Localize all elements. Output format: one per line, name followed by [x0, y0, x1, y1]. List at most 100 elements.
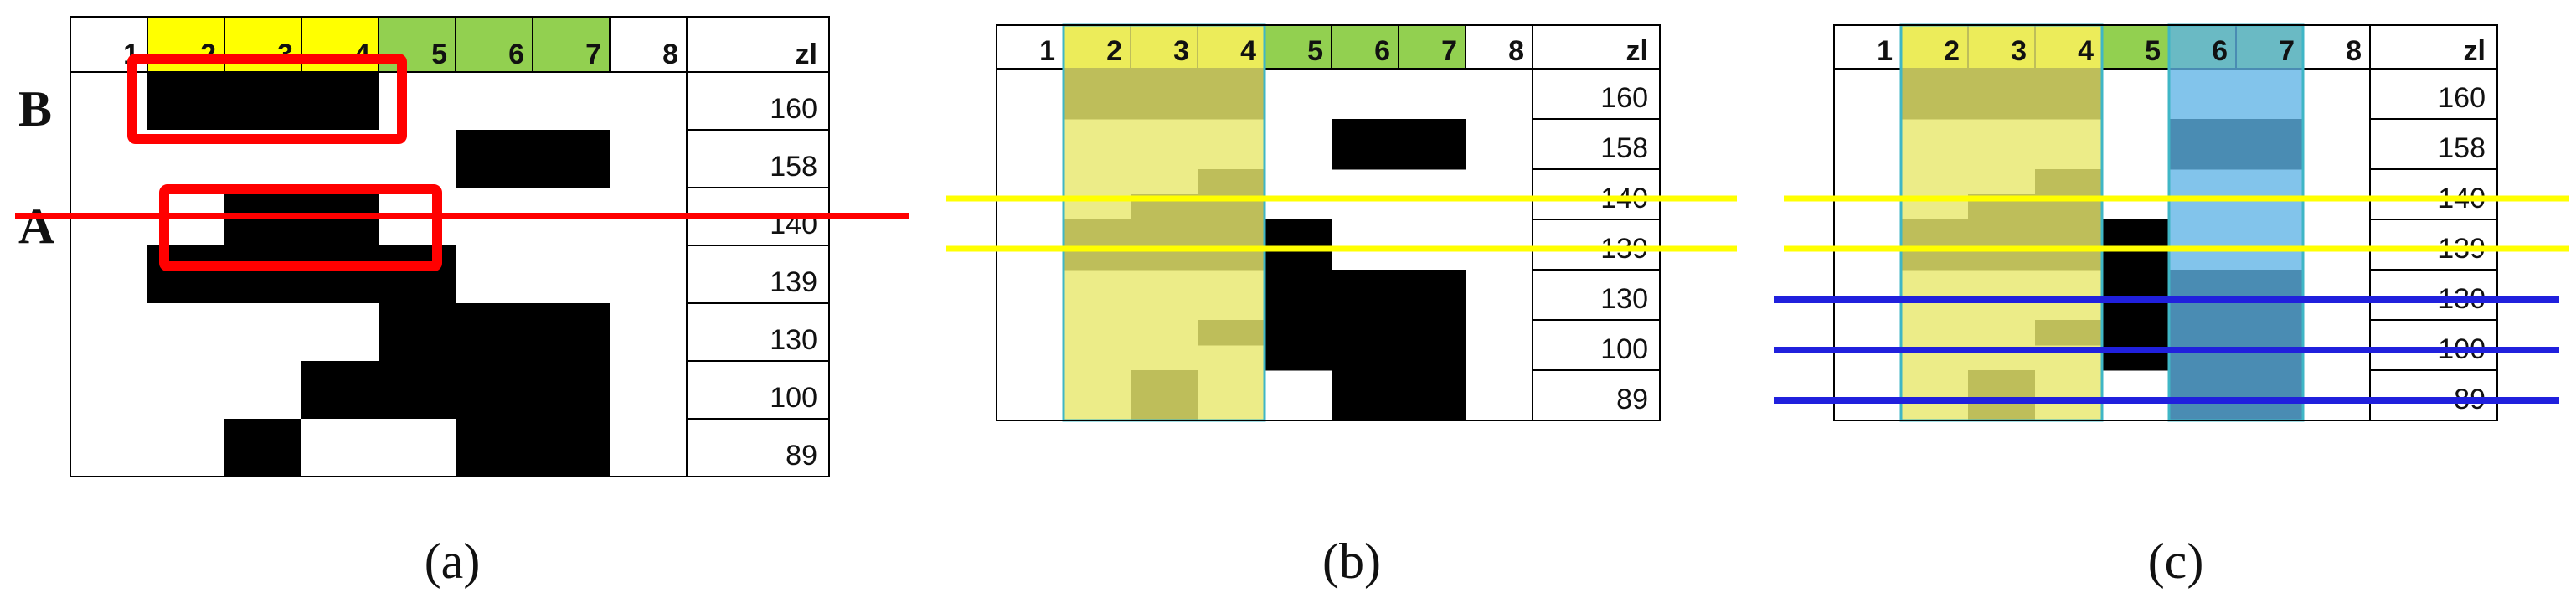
black-cell — [224, 419, 301, 477]
header-cell — [1833, 24, 1902, 70]
row-value-label: 89 — [786, 440, 817, 472]
value-cell — [2369, 168, 2498, 220]
row-value-label: 158 — [1600, 132, 1648, 164]
table-outline — [1833, 24, 2498, 421]
black-cell — [1399, 119, 1466, 145]
value-header-label: zl — [796, 39, 817, 70]
table-outline — [996, 24, 1661, 421]
black-cell — [1399, 370, 1466, 396]
row-value-label: 160 — [2438, 82, 2486, 114]
value-cell — [1532, 369, 1661, 421]
value-cell — [2369, 269, 2498, 321]
panel-caption: (c) — [2148, 533, 2204, 589]
black-cell — [1332, 119, 1399, 145]
row-value-label: 100 — [770, 382, 817, 414]
value-header-label: zl — [1626, 35, 1648, 67]
black-cell — [456, 303, 533, 361]
column-header-label: 5 — [1307, 35, 1323, 67]
value-cell — [2369, 118, 2498, 170]
black-cell — [1399, 345, 1466, 371]
row-value-label: 130 — [1600, 283, 1648, 315]
header-cell — [609, 16, 688, 73]
black-cell — [533, 303, 610, 361]
column-header-label: 6 — [508, 39, 524, 70]
yellow-column-overlay — [1899, 23, 2104, 422]
yellow-column-overlay — [1062, 23, 1266, 422]
blue-column-overlay — [2167, 23, 2305, 422]
column-header-label: 6 — [1374, 35, 1390, 67]
column-header-label: 4 — [1240, 35, 1256, 67]
value-cell — [686, 302, 830, 362]
black-cell — [147, 72, 224, 130]
row-value-label: 158 — [2438, 132, 2486, 164]
black-cell — [379, 245, 456, 303]
black-cell — [224, 245, 301, 303]
panel-caption: (a) — [425, 533, 481, 589]
table-outline — [70, 16, 830, 477]
column-header-label: 7 — [2279, 35, 2295, 67]
row-label-b: B — [18, 81, 52, 137]
black-cell — [1265, 320, 1332, 346]
black-cell — [1399, 295, 1466, 321]
black-cell — [2102, 270, 2169, 296]
column-header-label: 4 — [2078, 35, 2094, 67]
black-cell — [1332, 345, 1399, 371]
value-cell — [686, 129, 830, 188]
black-cell — [456, 361, 533, 419]
black-cell — [224, 72, 301, 130]
row-value-label: 158 — [770, 151, 817, 183]
black-cell — [533, 419, 610, 477]
row-label-a: A — [18, 198, 54, 254]
column-header-label: 8 — [2346, 35, 2362, 67]
value-cell — [686, 418, 830, 477]
column-header-label: 1 — [1877, 35, 1893, 67]
value-cell — [2369, 68, 2498, 120]
black-cell — [1332, 144, 1399, 170]
column-header-label: 2 — [1106, 35, 1122, 67]
black-cell — [379, 303, 456, 361]
column-header-label: 1 — [1039, 35, 1055, 67]
row-value-label: 139 — [770, 266, 817, 298]
black-cell — [301, 361, 379, 419]
black-cell — [1332, 370, 1399, 396]
value-header-label: zl — [2464, 35, 2486, 67]
black-cell — [1332, 295, 1399, 321]
column-header-label: 5 — [431, 39, 447, 70]
column-header-label: 6 — [2212, 35, 2228, 67]
column-header-label: 2 — [1944, 35, 1960, 67]
black-cell — [533, 130, 610, 188]
black-cell — [2102, 320, 2169, 346]
row-value-label: 160 — [770, 93, 817, 125]
value-cell — [686, 245, 830, 304]
black-cell — [1265, 270, 1332, 296]
column-header-label: 5 — [2145, 35, 2161, 67]
black-cell — [301, 72, 379, 130]
black-cell — [379, 361, 456, 419]
black-cell — [2102, 219, 2169, 245]
black-cell — [1399, 270, 1466, 296]
black-cell — [1265, 219, 1332, 245]
black-cell — [533, 361, 610, 419]
panel-caption: (b) — [1322, 533, 1381, 589]
value-cell — [2369, 219, 2498, 271]
row-value-label: 130 — [770, 324, 817, 356]
black-cell — [1265, 345, 1332, 371]
black-cell — [1399, 320, 1466, 346]
black-cell — [301, 245, 379, 303]
black-cell — [1265, 295, 1332, 321]
row-value-label: 89 — [1616, 384, 1648, 415]
black-cell — [456, 130, 533, 188]
black-cell — [1399, 144, 1466, 170]
column-header-label: 8 — [1508, 35, 1524, 67]
row-value-label: 160 — [1600, 82, 1648, 114]
value-cell — [1532, 269, 1661, 321]
black-cell — [456, 419, 533, 477]
column-header-label: 7 — [585, 39, 601, 70]
value-cell — [1532, 168, 1661, 220]
header-cell — [455, 16, 533, 73]
header-cell — [1398, 24, 1466, 70]
